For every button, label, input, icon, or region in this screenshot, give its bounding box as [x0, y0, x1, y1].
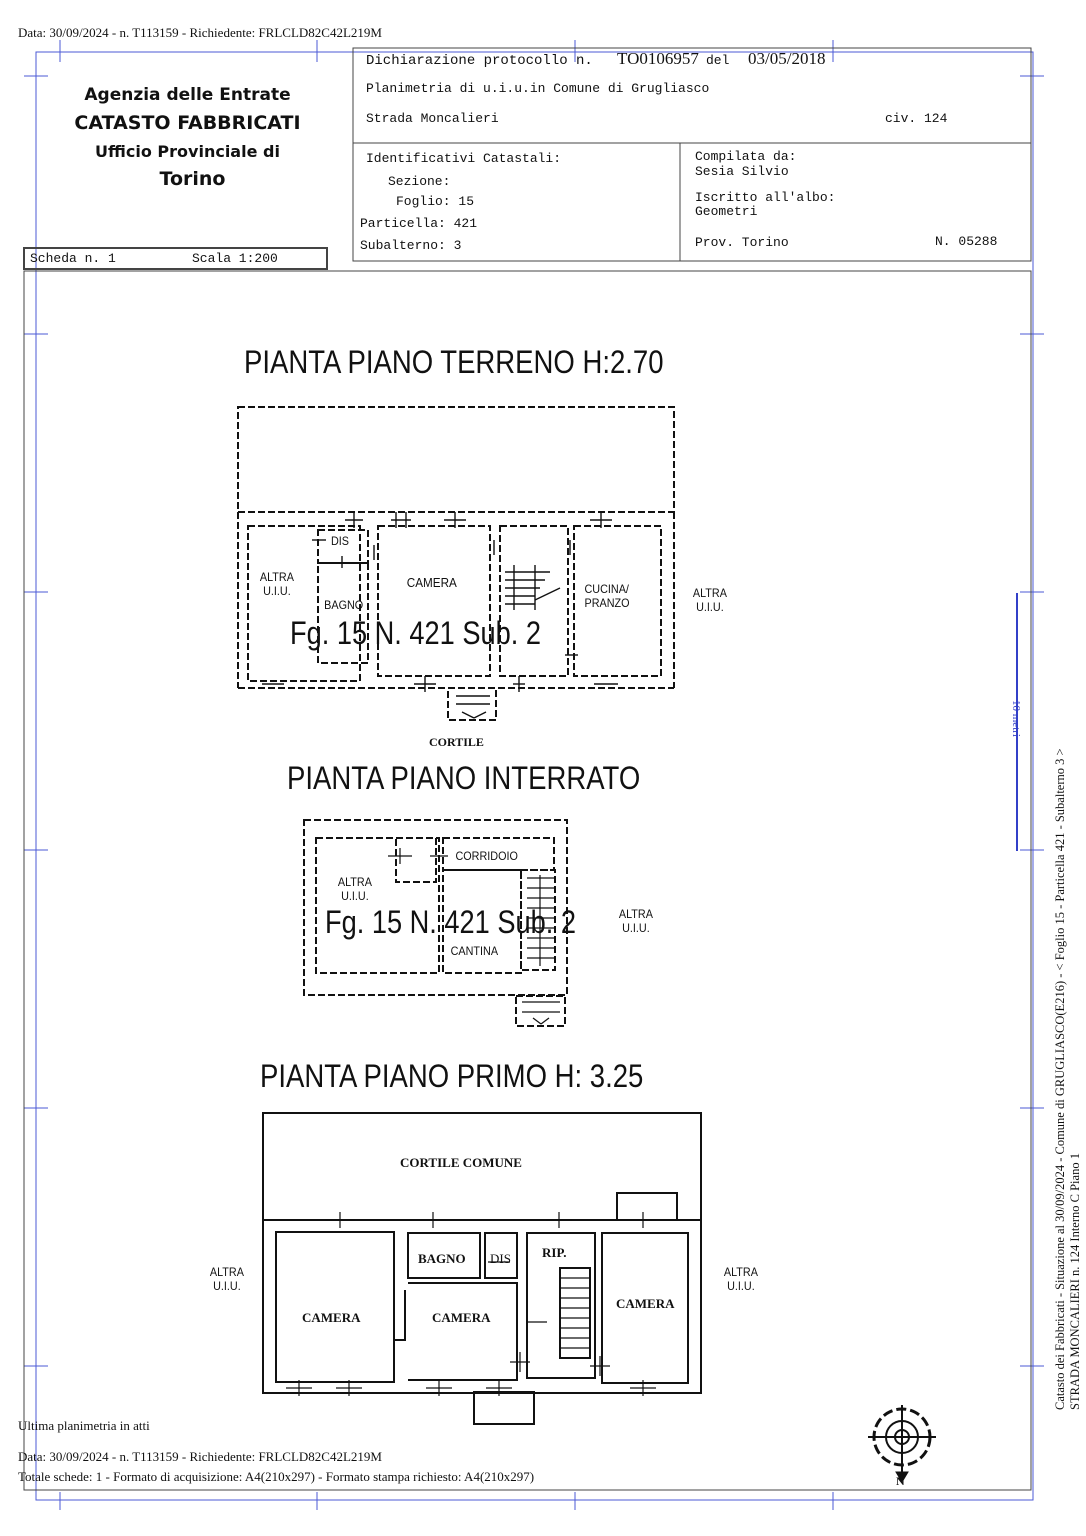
scale-bar-label: 10 metri — [1010, 700, 1022, 737]
agency-city: Torino — [159, 168, 226, 190]
identifiers-heading: Identificativi Catastali: — [366, 151, 562, 166]
identifier-particella: Particella: 421 — [360, 216, 478, 231]
albo-value: Geometri — [695, 204, 758, 219]
side-situation-text: Catasto dei Fabbricati - Situazione al 3… — [1053, 748, 1067, 1410]
declaration-label: Dichiarazione protocollo n. — [366, 53, 593, 69]
scheda-label: Scheda n. 1 — [30, 251, 116, 266]
last-plan-note: Ultima planimetria in atti — [18, 1418, 150, 1433]
basement-corridoio-label: CORRIDOIO — [455, 849, 518, 863]
civic-number: civ. 124 — [885, 111, 948, 126]
compass-icon — [868, 1405, 936, 1483]
basement-title: PIANTA PIANO INTERRATO — [287, 760, 641, 796]
ground-dis-label: DIS — [331, 534, 350, 548]
compiler-heading: Compilata da: — [695, 149, 797, 164]
identifier-foglio: Foglio: 15 — [396, 194, 475, 209]
first-dis-label: DIS — [490, 1251, 511, 1266]
scale-label: Scala 1:200 — [192, 251, 278, 266]
first-cortile-comune-label: CORTILE COMUNE — [400, 1155, 522, 1170]
albo-heading: Iscritto all'albo: — [695, 190, 836, 205]
compass-north-label: N — [896, 1474, 905, 1488]
footer-format-info: Totale schede: 1 - Formato di acquisizio… — [18, 1469, 535, 1484]
ground-floor-title: PIANTA PIANO TERRENO H:2.70 — [244, 344, 664, 380]
basement-sub-label: Fg. 15 N. 421 Sub. 2 — [325, 904, 577, 940]
basement-cantina-label: CANTINA — [450, 944, 499, 958]
agency-office: Ufficio Provinciale di — [95, 142, 280, 161]
ground-bagno-label: BAGNO — [324, 598, 364, 612]
first-camera-right-label: CAMERA — [616, 1296, 675, 1311]
ground-cucina-label: CUCINA/PRANZO — [584, 582, 630, 610]
registration-number: N. 05288 — [935, 234, 998, 249]
side-address-text: STRADA MONCALIERI n. 124 Interno C Piano… — [1068, 1153, 1082, 1410]
ground-sub-label: Fg. 15 N. 421 Sub. 2 — [290, 615, 542, 651]
agency-name: Agenzia delle Entrate — [84, 85, 291, 105]
ground-cortile-label: CORTILE — [429, 735, 484, 749]
footer-request-info: Data: 30/09/2024 - n. T113159 - Richiede… — [18, 1449, 382, 1464]
compiler-name: Sesia Silvio — [695, 164, 789, 179]
identifier-subalterno: Subalterno: 3 — [360, 238, 462, 253]
province: Prov. Torino — [695, 235, 789, 250]
declaration-number: TO0106957 — [617, 49, 699, 68]
agency-department: CATASTO FABBRICATI — [74, 112, 301, 134]
planimetry-line: Planimetria di u.i.u.in Comune di Grugli… — [366, 81, 710, 96]
declaration-date: 03/05/2018 — [748, 49, 826, 68]
first-rip-label: RIP. — [542, 1245, 567, 1260]
top-request-info: Data: 30/09/2024 - n. T113159 - Richiede… — [18, 25, 382, 40]
identifier-sezione: Sezione: — [388, 174, 451, 189]
first-bagno-label: BAGNO — [418, 1251, 466, 1266]
first-floor-title: PIANTA PIANO PRIMO H: 3.25 — [260, 1058, 644, 1094]
first-camera-center-label: CAMERA — [432, 1310, 491, 1325]
declaration-del: del — [706, 53, 730, 68]
first-camera-left-label: CAMERA — [302, 1310, 361, 1325]
ground-camera-label: CAMERA — [406, 575, 457, 590]
street: Strada Moncalieri — [366, 111, 499, 126]
